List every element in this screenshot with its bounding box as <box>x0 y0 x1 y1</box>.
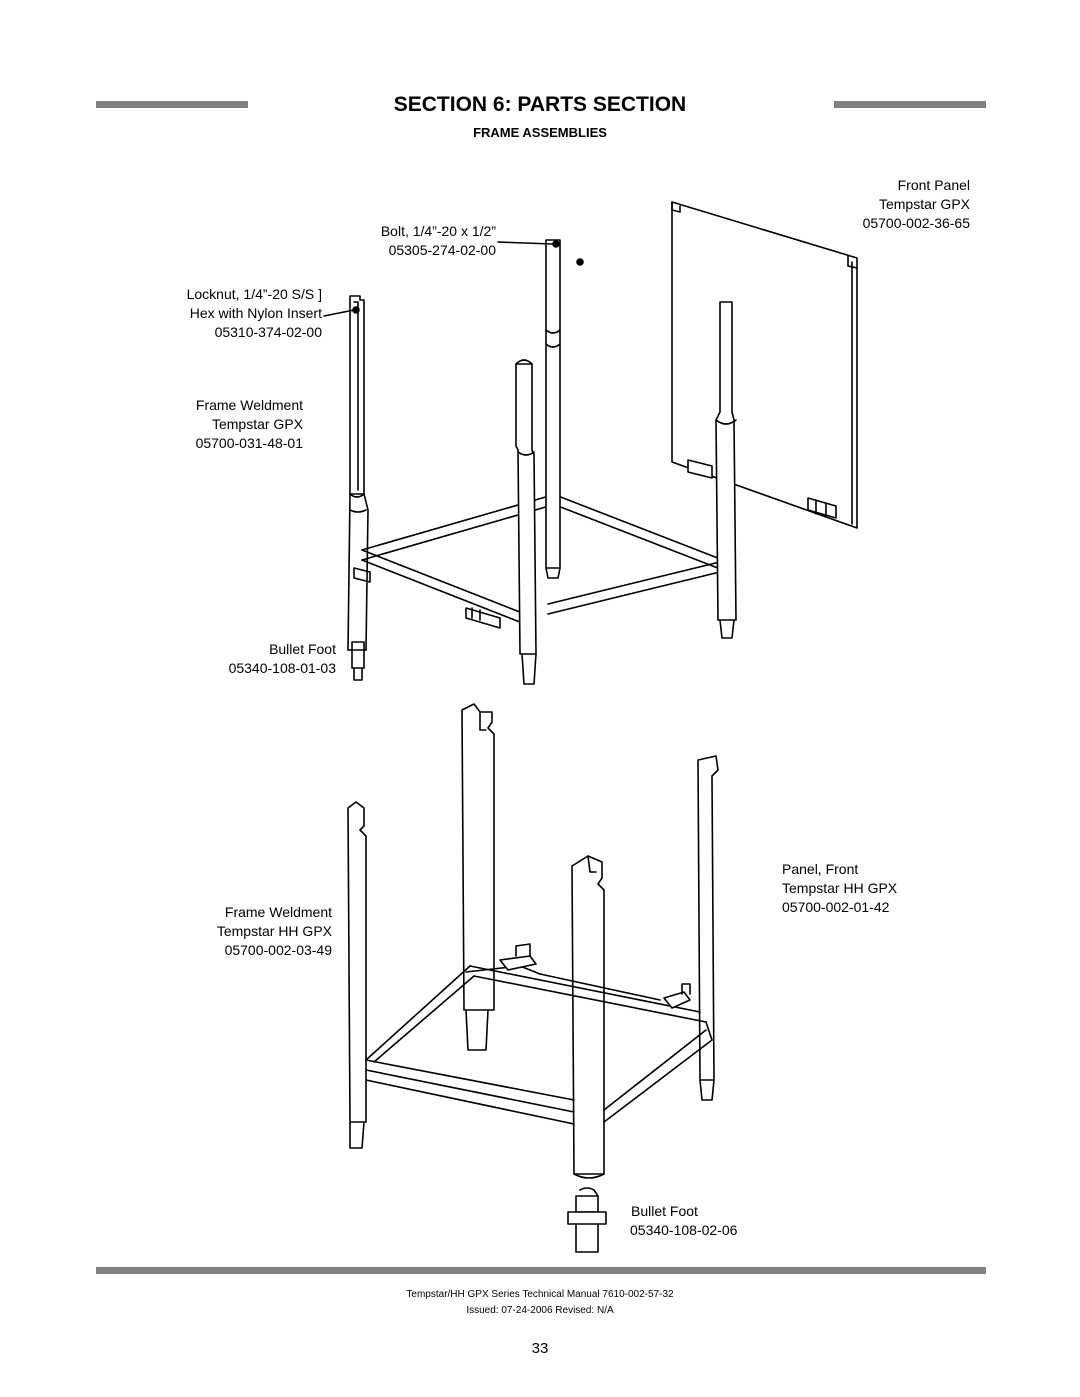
frame-weldment-gpx-drawing <box>323 201 858 685</box>
front-panel-model: Tempstar GPX <box>878 196 970 212</box>
front-panel-name: Front Panel <box>897 177 970 193</box>
bullet-foot-1-part-no: 05340-108-01-03 <box>228 660 336 676</box>
label-frame-weldment-hh: Frame Weldment Tempstar HH GPX 05700-002… <box>130 903 332 960</box>
panel-hh-name: Panel, Front <box>782 861 859 877</box>
frame-gpx-model: Tempstar GPX <box>211 416 303 432</box>
front-panel-part-no: 05700-002-36-65 <box>862 215 970 231</box>
footer-manual: Tempstar/HH GPX Series Technical Manual … <box>406 1289 674 1300</box>
label-locknut: Locknut, 1/4”-20 S/S ] Hex with Nylon In… <box>120 285 322 342</box>
label-frame-weldment-gpx: Frame Weldment Tempstar GPX 05700-031-48… <box>110 396 303 453</box>
section-subtitle: FRAME ASSEMBLIES <box>473 125 607 140</box>
header-rule-right <box>834 101 986 108</box>
label-bullet-foot-1: Bullet Foot 05340-108-01-03 <box>140 640 336 678</box>
frame-hh-part-no: 05700-002-03-49 <box>224 942 332 958</box>
header-rule-left <box>96 101 248 108</box>
footer-issued: Issued: 07-24-2006 Revised: N/A <box>466 1305 614 1316</box>
frame-gpx-part-no: 05700-031-48-01 <box>195 435 303 451</box>
panel-hh-part-no: 05700-002-01-42 <box>782 899 890 915</box>
label-front-panel: Front Panel Tempstar GPX 05700-002-36-65 <box>760 176 970 233</box>
label-panel-front-hh: Panel, Front Tempstar HH GPX 05700-002-0… <box>782 860 982 917</box>
bolt-name: Bolt, 1/4”-20 x 1/2” <box>380 223 496 239</box>
frame-hh-model: Tempstar HH GPX <box>216 923 332 939</box>
bullet-foot-1-name: Bullet Foot <box>269 641 336 657</box>
frame-gpx-name: Frame Weldment <box>195 397 303 413</box>
frame-weldment-hh-gpx-drawing <box>347 703 719 1253</box>
footer-rule <box>96 1267 986 1274</box>
bullet-foot-2-name: Bullet Foot <box>631 1203 698 1219</box>
bolt-part-no: 05305-274-02-00 <box>388 242 496 258</box>
frame-hh-name: Frame Weldment <box>224 904 332 920</box>
label-bullet-foot-2: Bullet Foot 05340-108-02-06 <box>630 1202 790 1240</box>
locknut-desc: Hex with Nylon Insert <box>189 305 322 321</box>
label-bolt: Bolt, 1/4”-20 x 1/2” 05305-274-02-00 <box>300 222 496 260</box>
bullet-foot-2-part-no: 05340-108-02-06 <box>630 1222 738 1238</box>
panel-hh-model: Tempstar HH GPX <box>782 880 898 896</box>
locknut-part-no: 05310-374-02-00 <box>214 324 322 340</box>
section-title: SECTION 6: PARTS SECTION <box>393 93 687 116</box>
locknut-name: Locknut, 1/4”-20 S/S ] <box>186 286 322 302</box>
page-number: 33 <box>531 1340 549 1357</box>
